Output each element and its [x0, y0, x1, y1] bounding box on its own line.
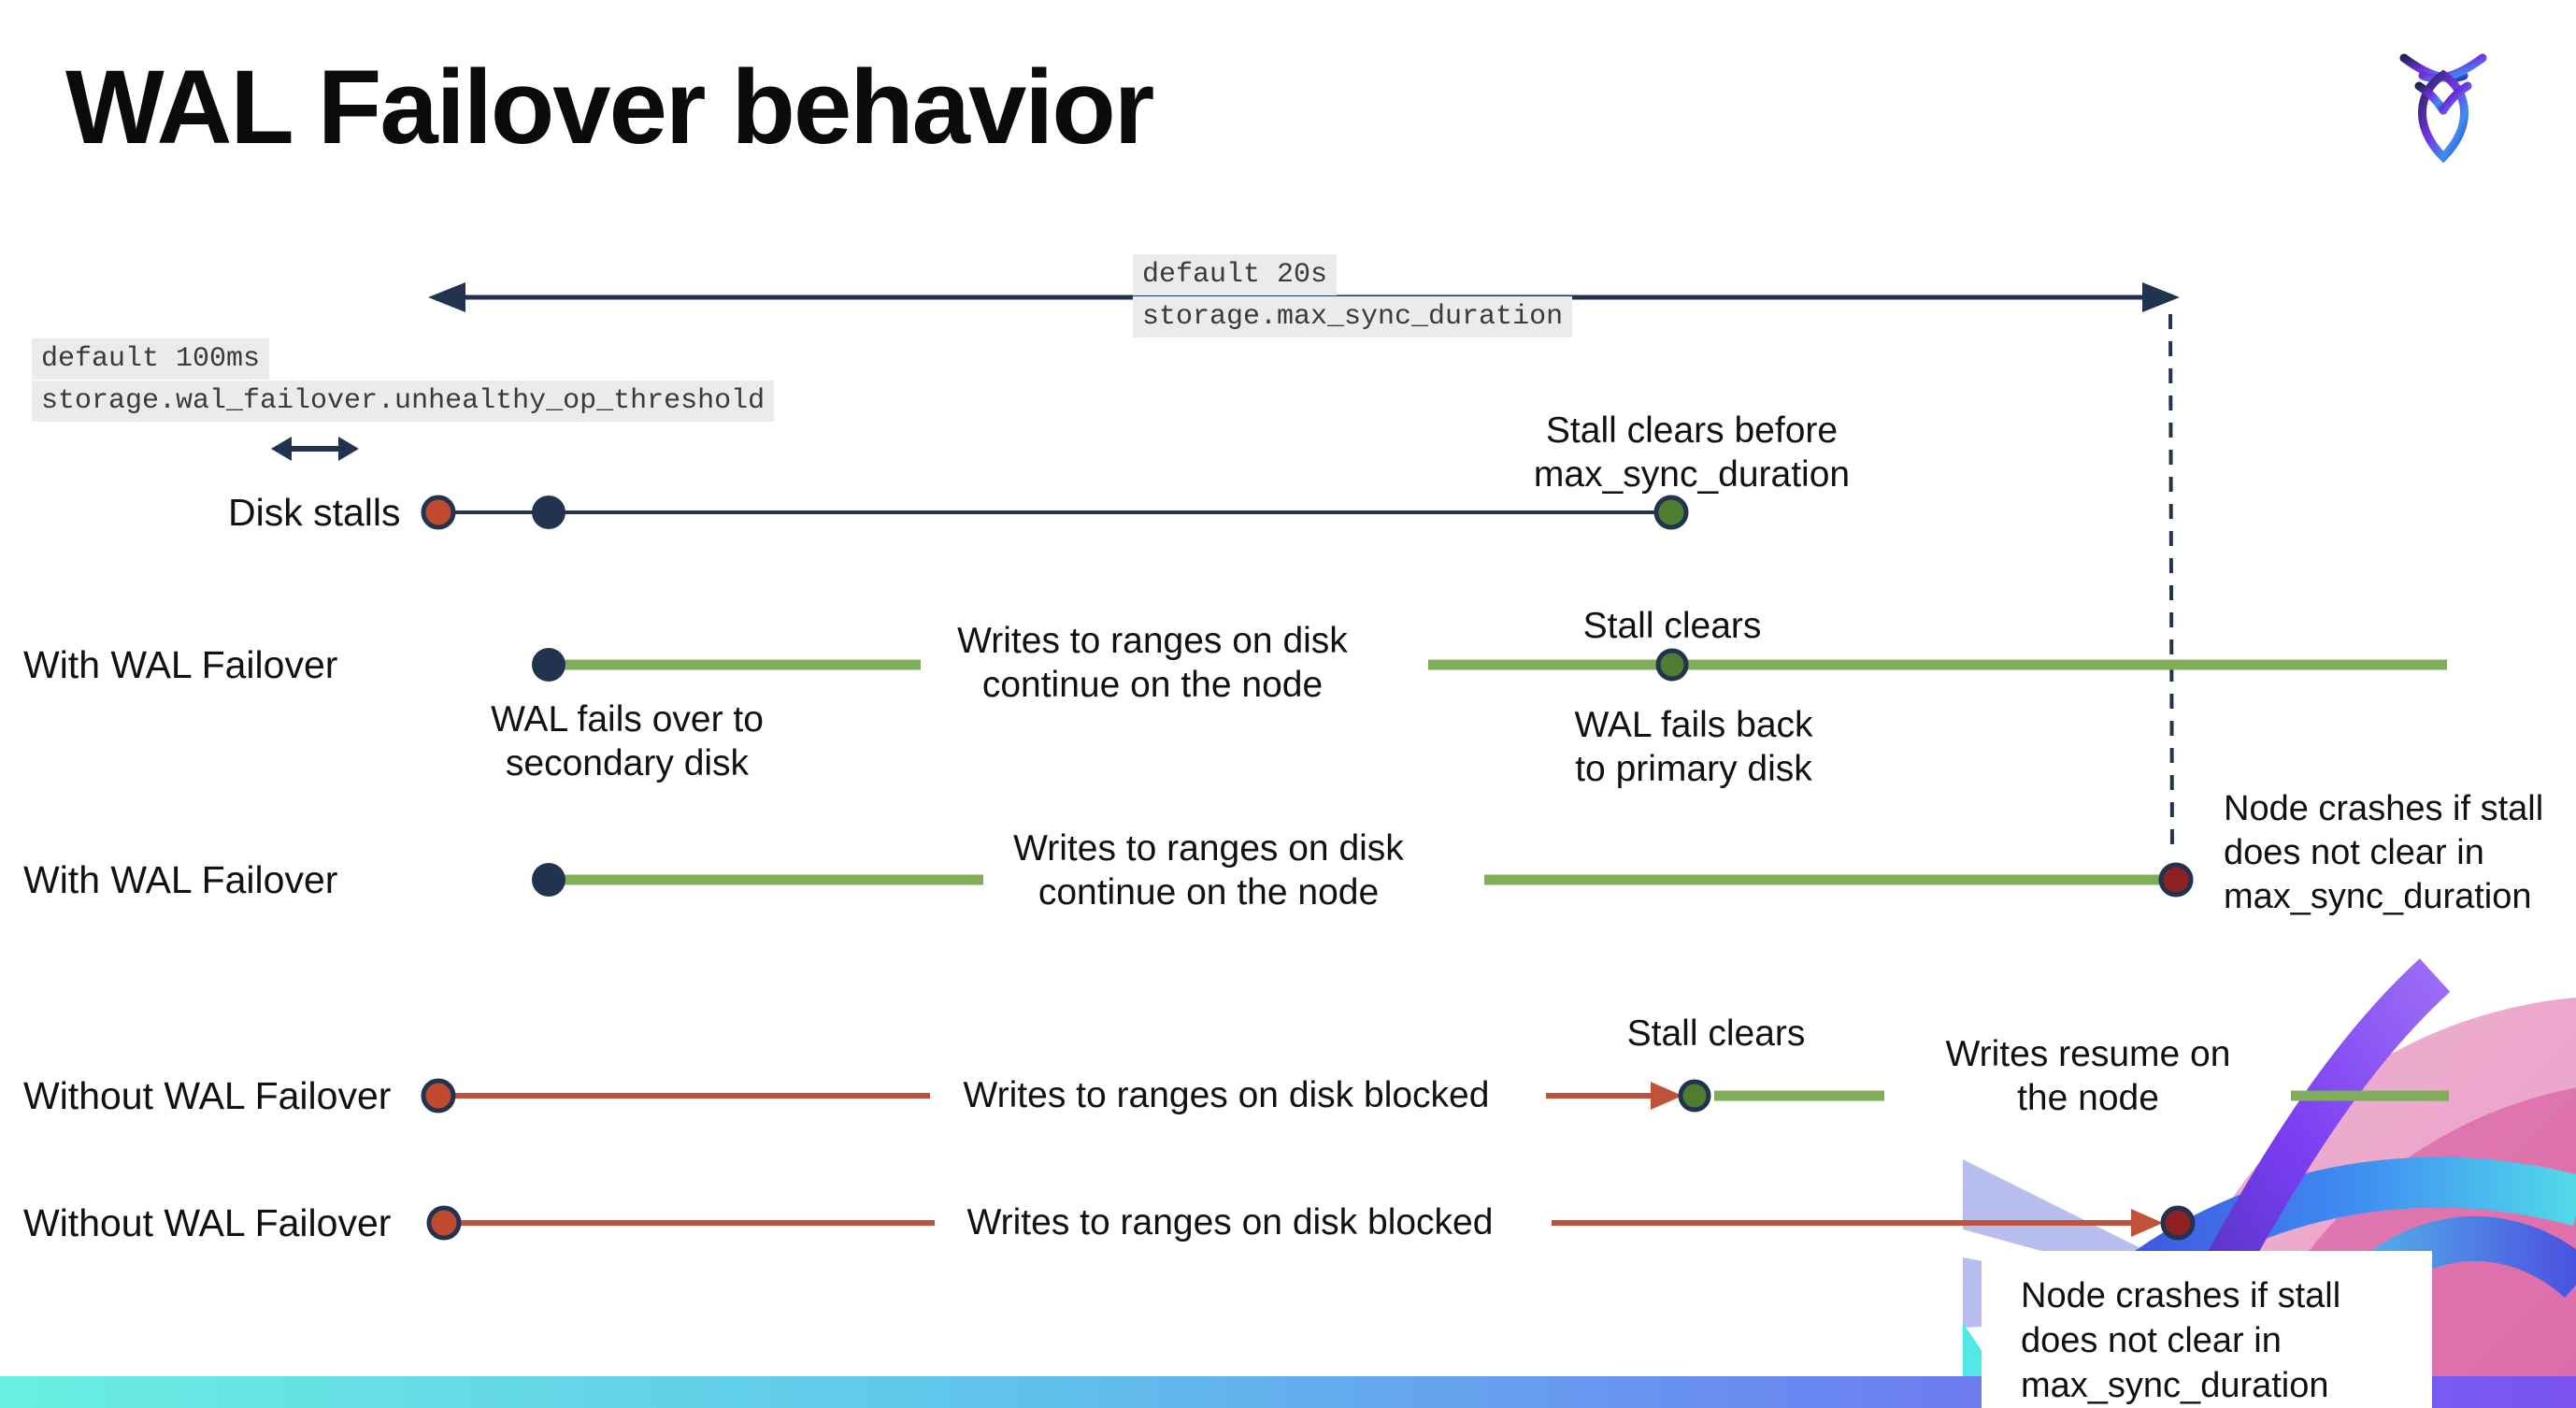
setting-default: default 100ms: [32, 338, 270, 380]
annotation-stall-clears-1: Stall clears: [1582, 606, 1762, 646]
cockroachdb-logo: [2399, 53, 2487, 163]
annotation-writes-continue-2: Writes to ranges on disk continue on the…: [1013, 826, 1404, 914]
annotation-line: Writes to ranges on disk: [1013, 828, 1404, 869]
annotation-line: continue on the node: [1038, 872, 1380, 912]
crash-note-line2: does not clear in: [2021, 1321, 2282, 1360]
annotation-writes-blocked-1: Writes to ranges on disk blocked: [963, 1075, 1490, 1115]
annotation-line: continue on the node: [981, 665, 1324, 705]
max-sync-duration-callout: default 20s storage.max_sync_duration: [1133, 254, 1573, 338]
annotation-writes-continue-1: Writes to ranges on disk continue on the…: [957, 619, 1348, 707]
unhealthy-op-threshold-arrow: [271, 437, 359, 461]
stall-clears-dot: [1653, 495, 1689, 530]
crash-note-line1: Node crashes if stall: [2021, 1276, 2341, 1315]
annotation-line: Node crashes if stall: [2224, 789, 2544, 828]
annotation-stall-clears-before: Stall clears before max_sync_duration: [1534, 409, 1850, 496]
annotation-line: Writes resume on: [1945, 1034, 2231, 1074]
annotation-writes-resume: Writes resume on the node: [1946, 1032, 2231, 1120]
crash-note-box: Node crashes if stall does not clear in …: [1982, 1251, 2432, 1408]
annotation-wal-fails-over: WAL fails over to secondary disk: [491, 697, 764, 785]
page-title: WAL Failover behavior: [65, 49, 1154, 165]
annotation-line: max_sync_duration: [2224, 877, 2532, 916]
row-label-without-wal-failover-1: Without WAL Failover: [23, 1074, 392, 1117]
stall-start-dot: [421, 495, 456, 530]
max-sync-dashed-line: [2168, 313, 2174, 855]
annotation-writes-blocked-2: Writes to ranges on disk blocked: [966, 1202, 1494, 1243]
stall-clears-dot: [1678, 1079, 1711, 1113]
setting-name: storage.wal_failover.unhealthy_op_thresh…: [32, 381, 775, 422]
failover-dot: [532, 648, 565, 682]
stall-start-dot: [426, 1205, 462, 1241]
failover-dot: [532, 863, 565, 897]
annotation-node-crashes: Node crashes if stall does not clear in …: [2224, 787, 2543, 919]
unhealthy-op-threshold-callout: default 100ms storage.wal_failover.unhea…: [32, 338, 775, 423]
annotation-line: Stall clears before: [1545, 410, 1839, 451]
annotation-stall-clears-2: Stall clears: [1626, 1013, 1806, 1054]
annotation-line: to primary disk: [1575, 749, 1812, 789]
failback-dot: [1655, 648, 1689, 682]
row-disk-stalls: [421, 495, 1689, 530]
annotation-line: does not clear in: [2224, 833, 2484, 872]
row-label-without-wal-failover-2: Without WAL Failover: [23, 1201, 392, 1244]
annotation-line: secondary disk: [505, 743, 750, 783]
annotation-line: max_sync_duration: [1533, 454, 1851, 495]
row-label-disk-stalls: Disk stalls: [228, 491, 401, 534]
stall-start-dot: [421, 1078, 456, 1113]
row-label-with-wal-failover-2: With WAL Failover: [23, 858, 338, 901]
node-crash-dot: [2158, 862, 2194, 898]
annotation-line: WAL fails back: [1574, 705, 1813, 745]
threshold-dot: [532, 496, 565, 529]
annotation-wal-fails-back: WAL fails back to primary disk: [1574, 703, 1812, 791]
row-label-with-wal-failover-1: With WAL Failover: [23, 643, 338, 686]
red-arrowhead: [1651, 1082, 1682, 1110]
row-with-wal-failover-1: [532, 648, 2447, 682]
annotation-line: Writes to ranges on disk: [957, 621, 1348, 661]
setting-name: storage.max_sync_duration: [1133, 296, 1573, 338]
annotation-line: the node: [2017, 1078, 2159, 1118]
crash-note-line3: max_sync_duration: [2021, 1366, 2329, 1405]
setting-default: default 20s: [1133, 254, 1338, 295]
annotation-line: WAL fails over to: [491, 699, 764, 740]
